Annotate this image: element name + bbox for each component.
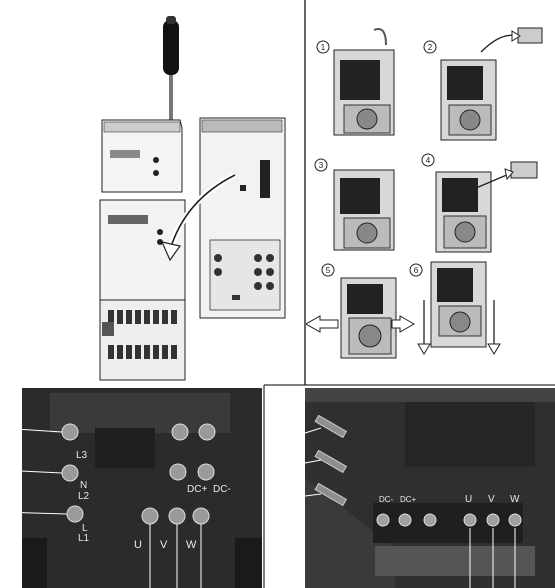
terminal-screws-right	[373, 503, 523, 543]
front-cover-module	[102, 120, 182, 192]
label-L3: L3	[76, 450, 88, 461]
label-L2: L2	[78, 491, 90, 502]
power-terminal-photo-left: L3 N L2 L L1 DC+ DC- U V W	[0, 388, 262, 588]
control-terminal-module	[100, 200, 185, 380]
label-W: W	[186, 539, 197, 551]
step-1-marker: 1	[321, 43, 326, 52]
step-6-panel: 6	[410, 262, 500, 354]
label-DCminus: DC-	[213, 484, 231, 495]
step-5-panel: 5	[306, 264, 414, 358]
step-2-marker: 2	[428, 43, 433, 52]
base-unit-module	[200, 118, 285, 318]
step-1-panel: 1	[317, 29, 394, 135]
step-5-marker: 5	[326, 266, 331, 275]
label-right-DCminus: DC-	[379, 495, 394, 504]
label-L1: L1	[78, 533, 90, 544]
cover-removal-illustration	[90, 10, 300, 385]
label-right-V: V	[488, 494, 495, 505]
label-right-DCplus: DC+	[400, 495, 417, 504]
label-V: V	[160, 539, 168, 551]
step-2-panel: 2	[424, 28, 542, 140]
label-right-W: W	[510, 494, 520, 505]
step-4-marker: 4	[426, 156, 431, 165]
label-right-U: U	[465, 494, 472, 505]
power-terminal-photo-right: DC- DC+ U V W	[265, 388, 555, 588]
step-6-marker: 6	[414, 266, 419, 275]
label-DCplus: DC+	[187, 484, 207, 495]
label-N: N	[80, 480, 87, 491]
step-3-marker: 3	[319, 161, 324, 170]
fan-removal-steps: 1 2 3 4 5	[306, 0, 555, 385]
label-U: U	[134, 539, 142, 551]
step-4-panel: 4	[422, 154, 537, 252]
step-3-panel: 3	[315, 159, 394, 250]
